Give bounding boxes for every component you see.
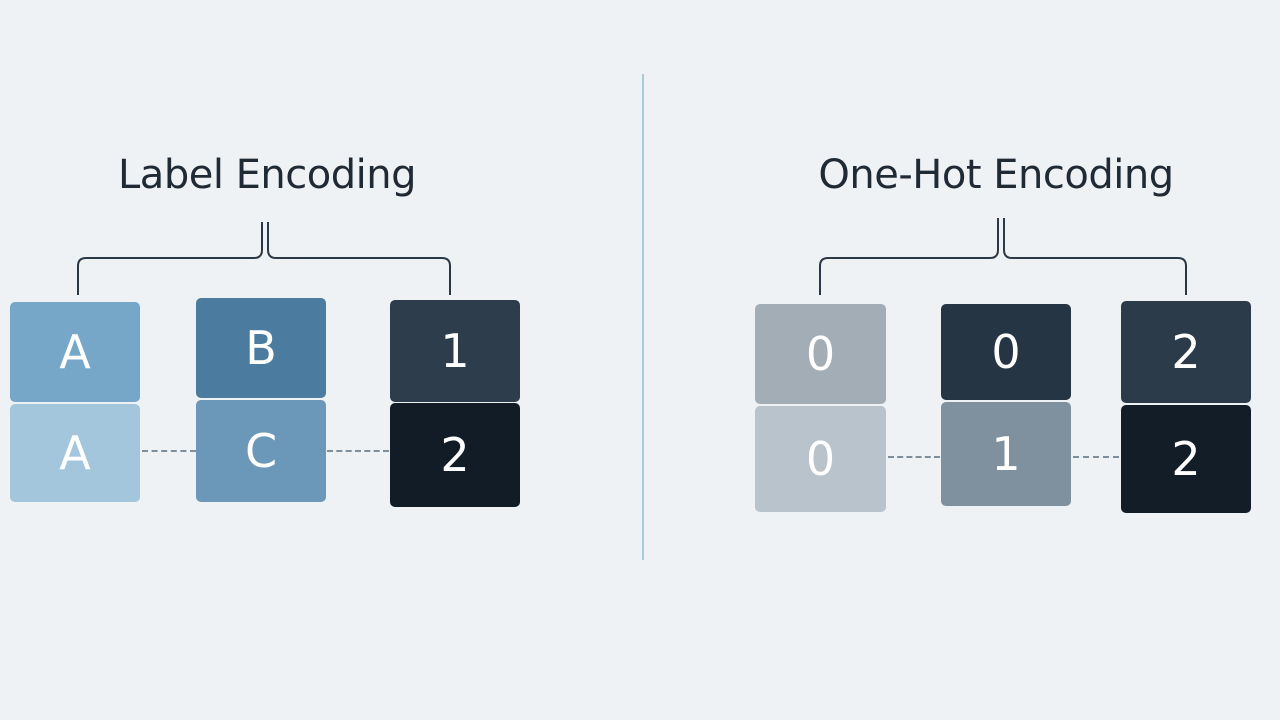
label-cell-b: B: [196, 298, 326, 398]
label-cell-a-bottom: A: [10, 404, 140, 502]
connector-line: [888, 456, 940, 458]
onehot-cell-bottom-1: 0: [755, 406, 886, 512]
connector-line: [327, 450, 389, 452]
onehot-cell-top-2: 0: [941, 304, 1071, 400]
label-encoding-title: Label Encoding: [118, 152, 416, 198]
connector-line: [1073, 456, 1119, 458]
label-cell-c: C: [196, 400, 326, 502]
onehot-cell-top-1: 0: [755, 304, 886, 404]
label-cell-a-top: A: [10, 302, 140, 402]
label-cell-2: 2: [390, 403, 520, 507]
panel-divider: [642, 74, 644, 560]
onehot-cell-top-3: 2: [1121, 301, 1251, 403]
label-cell-1: 1: [390, 300, 520, 402]
onehot-cell-bottom-2: 1: [941, 402, 1071, 506]
connector-line: [142, 450, 196, 452]
onehot-cell-bottom-3: 2: [1121, 405, 1251, 513]
one-hot-encoding-title: One-Hot Encoding: [818, 152, 1174, 198]
